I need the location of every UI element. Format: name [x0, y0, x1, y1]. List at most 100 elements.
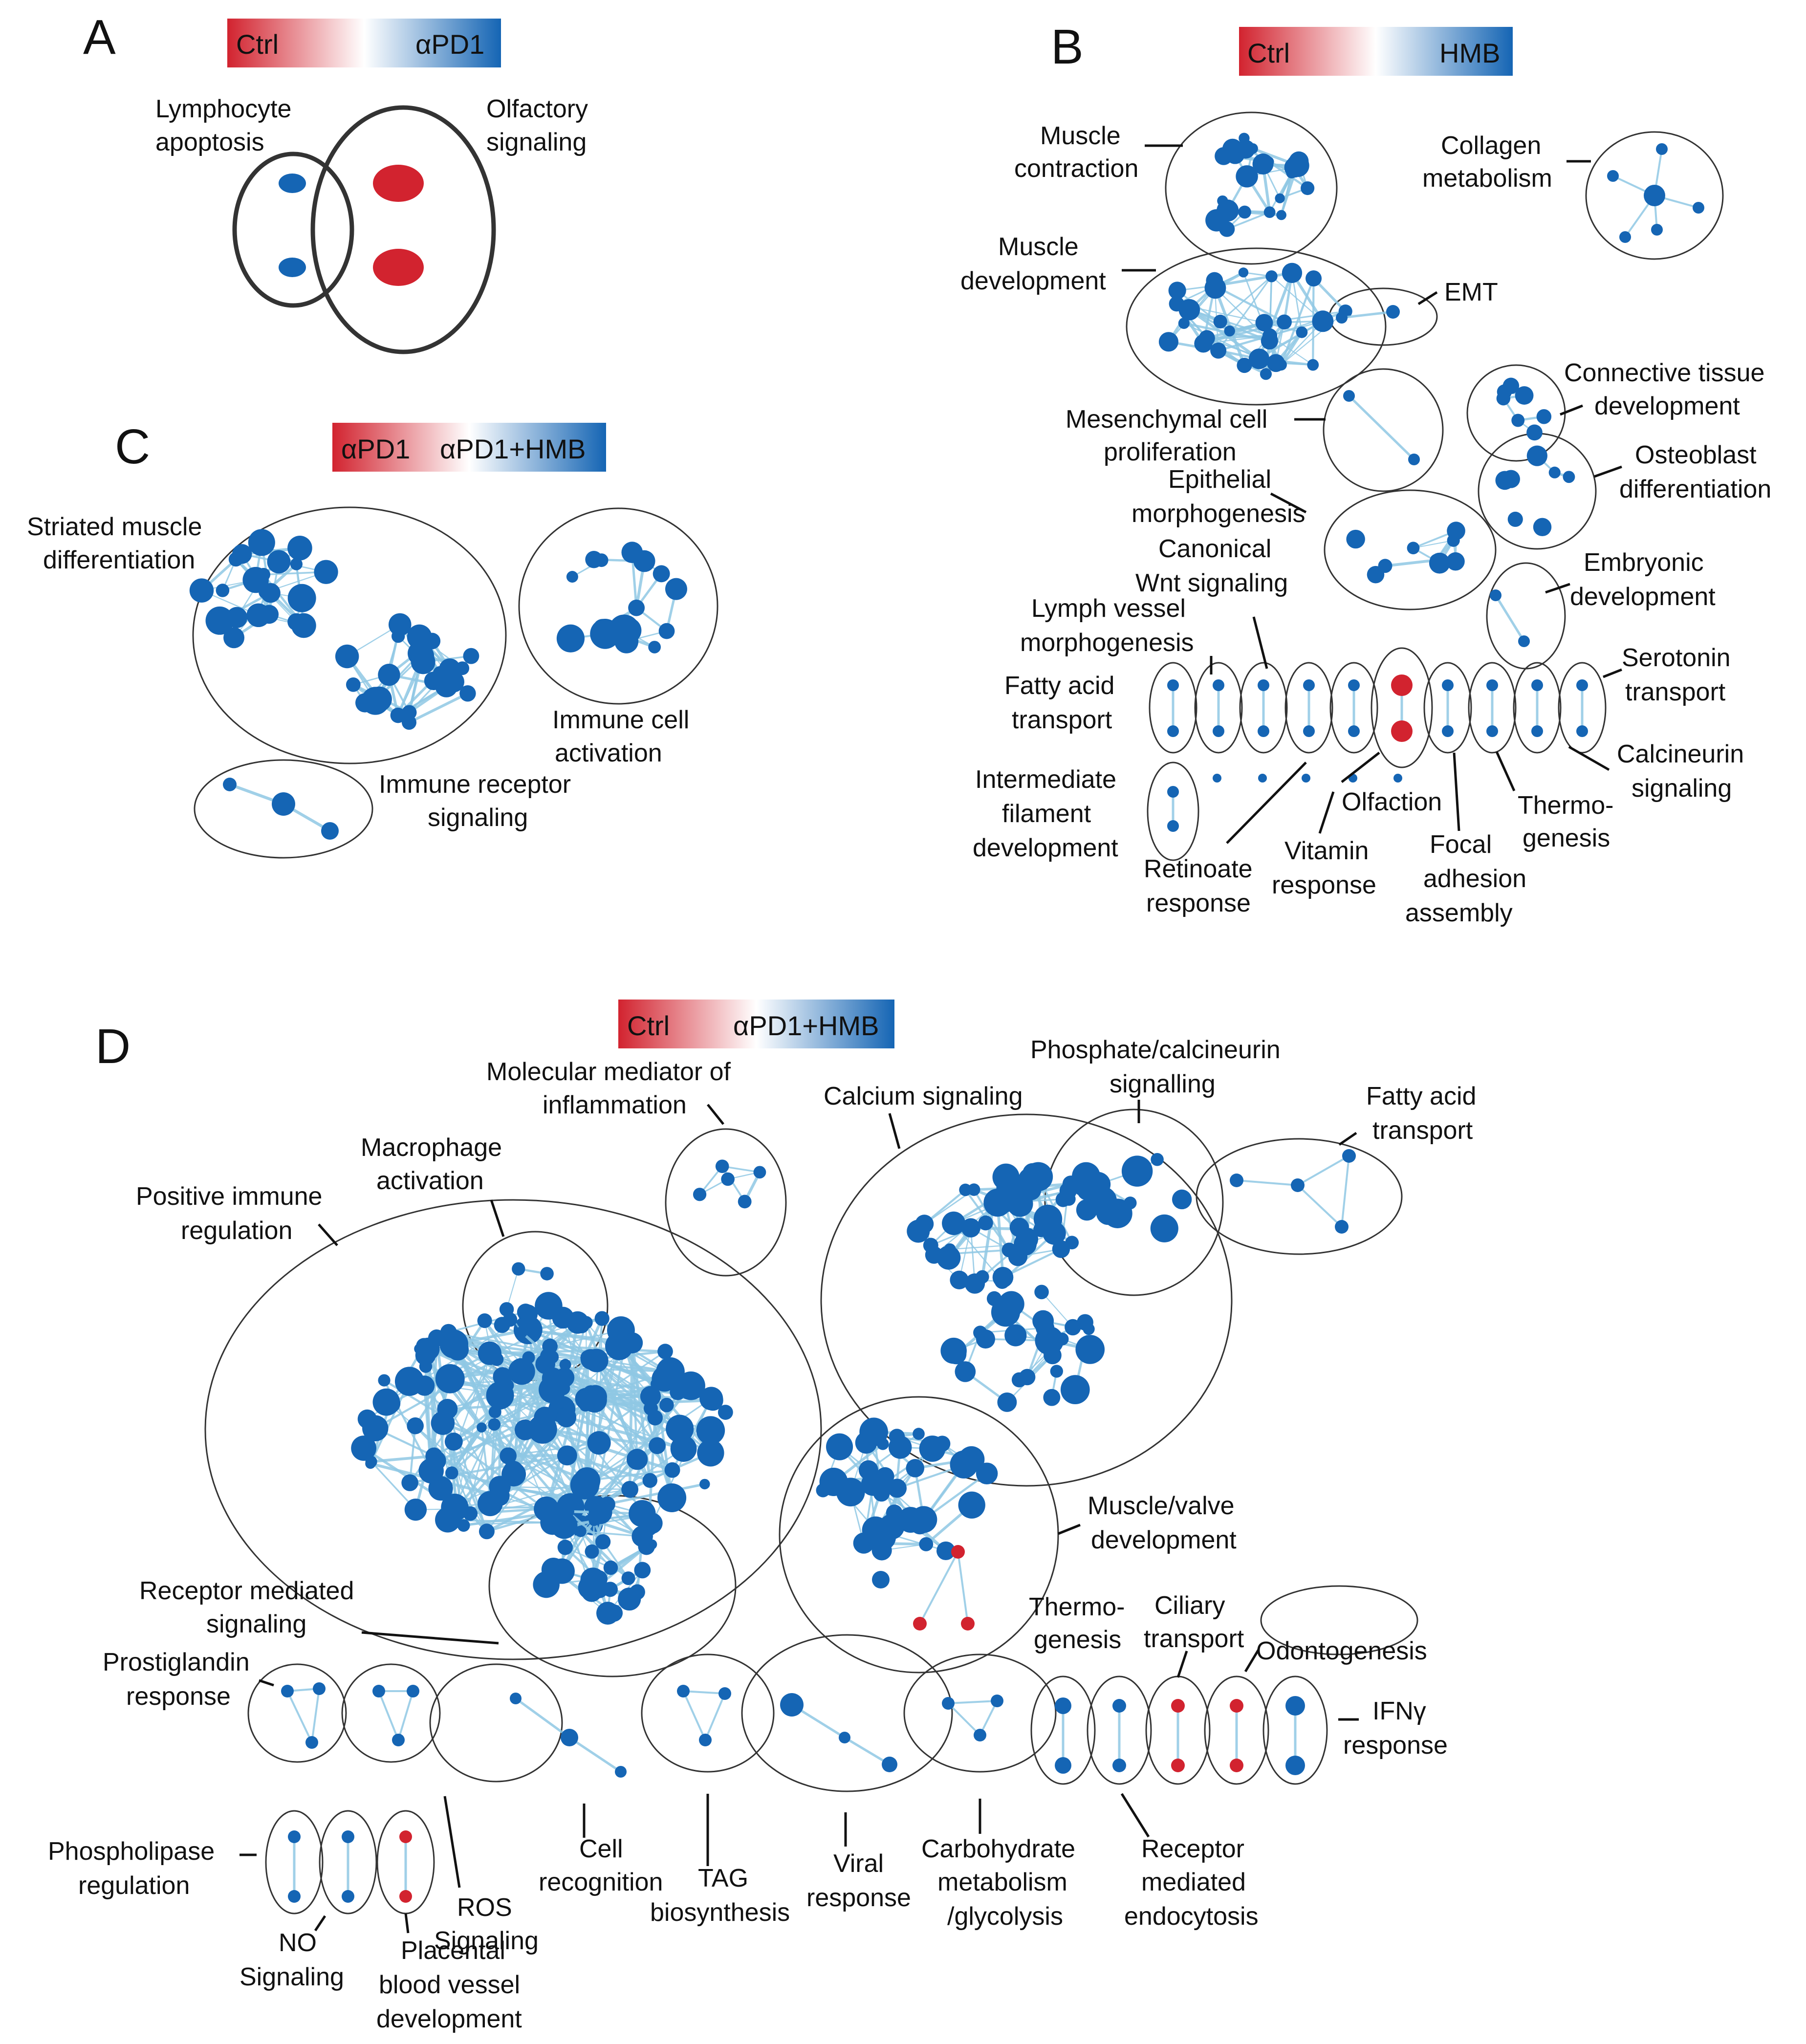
network-node	[573, 1467, 601, 1494]
panel-d-letter: D	[95, 1019, 131, 1074]
network-node	[876, 1467, 894, 1486]
network-node	[656, 1357, 685, 1386]
network-node	[976, 1462, 998, 1485]
cluster-label: Receptor mediated	[139, 1577, 354, 1605]
network-node	[915, 1215, 934, 1234]
network-node	[1112, 1759, 1126, 1772]
network-node	[378, 663, 400, 686]
network-node	[1151, 1153, 1164, 1166]
network-node	[540, 1267, 554, 1281]
network-node	[1296, 326, 1308, 338]
network-node	[488, 1418, 500, 1431]
network-node	[1336, 312, 1348, 324]
network-node	[1258, 774, 1267, 783]
network-node	[653, 565, 670, 583]
cluster-label: biosynthesis	[650, 1898, 790, 1927]
network-node	[1035, 1326, 1064, 1355]
cluster-label: Epithelial	[1168, 465, 1271, 494]
network-node	[279, 258, 306, 277]
cluster-label: Immune cell	[552, 706, 689, 734]
cluster-label: Ciliary	[1154, 1591, 1225, 1620]
network-node	[189, 578, 214, 603]
cluster-enclosure	[319, 1810, 377, 1914]
network-node	[1343, 390, 1355, 402]
network-node	[1576, 679, 1588, 691]
network-node	[647, 1539, 657, 1550]
cluster-enclosure	[1126, 247, 1387, 406]
network-node	[780, 1693, 804, 1717]
cluster-label: development	[1594, 392, 1740, 420]
network-node	[615, 1766, 627, 1778]
network-node	[1230, 1759, 1243, 1772]
cluster-label: transport	[1625, 678, 1726, 706]
leader-line	[361, 1631, 499, 1645]
cluster-label: TAG	[698, 1864, 748, 1892]
cluster-label: Odontogenesis	[1256, 1637, 1427, 1665]
network-node	[1247, 143, 1258, 154]
network-node	[575, 1525, 587, 1537]
network-node	[1262, 328, 1278, 344]
network-node	[261, 583, 281, 603]
leader-line	[1560, 404, 1583, 416]
network-node	[1348, 725, 1360, 737]
leader-line	[1603, 668, 1622, 678]
network-node	[508, 1358, 535, 1385]
network-node	[373, 249, 424, 286]
network-node	[738, 1195, 752, 1209]
cluster-enclosure	[1324, 489, 1497, 610]
network-node	[1248, 348, 1270, 370]
network-node	[1693, 202, 1704, 214]
network-edge	[451, 1472, 488, 1532]
cluster-label: metabolism	[1422, 164, 1552, 193]
network-node	[1167, 725, 1179, 737]
network-node	[232, 544, 252, 564]
network-node	[477, 1313, 492, 1328]
network-node	[1656, 143, 1668, 155]
cluster-label: Muscle	[1040, 122, 1121, 150]
network-node	[1213, 314, 1227, 329]
cluster-enclosure	[247, 1663, 347, 1763]
network-node	[444, 1433, 463, 1451]
network-node	[1302, 774, 1310, 783]
network-node	[1077, 1181, 1097, 1200]
cluster-label: signalling	[1110, 1070, 1216, 1098]
cluster-enclosure	[1030, 1675, 1096, 1785]
network-node	[1303, 679, 1315, 691]
cluster-label: genesis	[1034, 1626, 1121, 1654]
network-node	[435, 1364, 465, 1393]
network-node	[1034, 1284, 1049, 1300]
cluster-enclosure	[265, 1810, 324, 1914]
cluster-enclosure	[1486, 562, 1566, 670]
network-edge	[566, 1454, 651, 1482]
network-edge	[311, 1688, 320, 1743]
network-node	[561, 1505, 574, 1518]
network-edge	[580, 1530, 630, 1580]
cluster-label: mediated	[1141, 1868, 1246, 1896]
network-edge	[631, 1343, 638, 1459]
cluster-label: response	[1272, 871, 1376, 899]
network-node	[1490, 589, 1501, 601]
pathway-row	[1149, 647, 1607, 768]
cluster-label: Serotonin	[1622, 644, 1731, 672]
cluster-enclosure	[194, 759, 373, 859]
network-node	[1531, 725, 1543, 737]
network-node	[1150, 1214, 1178, 1242]
network-node	[910, 1515, 930, 1535]
network-edge	[544, 1417, 650, 1516]
cluster-label: Focal	[1430, 830, 1492, 859]
cluster-enclosure	[1262, 1675, 1328, 1785]
network-edge	[1218, 334, 1270, 352]
cluster-label: regulation	[181, 1217, 292, 1245]
network-edge	[683, 1690, 725, 1695]
network-node	[699, 1387, 723, 1411]
network-node	[1526, 445, 1547, 466]
cluster-label: response	[1343, 1731, 1448, 1760]
cluster-label: metabolism	[937, 1868, 1067, 1896]
network-node	[976, 1270, 989, 1284]
network-node	[1258, 725, 1269, 737]
network-node	[1033, 1204, 1063, 1234]
network-edge	[584, 1398, 712, 1486]
network-node	[913, 1617, 927, 1631]
network-node	[418, 1458, 444, 1484]
cluster-label: Lymph vessel	[1031, 594, 1186, 623]
